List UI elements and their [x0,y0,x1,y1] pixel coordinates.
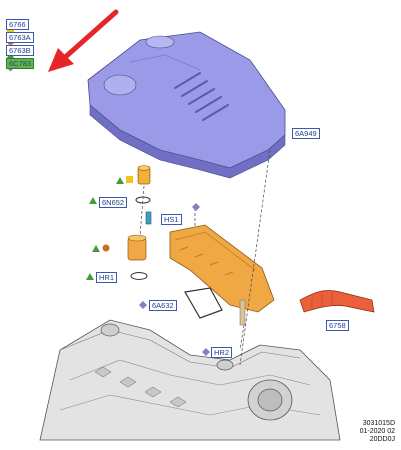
legend-code-highlighted[interactable]: 6C783 [6,58,35,69]
callout-hr2[interactable]: HR2 [211,347,233,358]
oil-filler-cap [137,165,151,185]
callout-hr1[interactable]: HR1 [96,272,118,283]
engine-block [39,319,341,441]
callout-hs1[interactable]: HS1 [161,214,182,225]
o-ring-lower [130,272,148,280]
reference-date: 01-2020 02 [359,428,395,435]
legend-item-6c783: 6C783 [6,58,35,72]
oil-separator [169,224,275,326]
gasket [184,287,223,319]
legend-code[interactable]: 6763A [6,32,34,43]
reference-code: 20DD0J [369,436,395,443]
filler-neck [127,234,147,261]
leader-lines [139,149,271,366]
sensor-hs1 [145,211,152,225]
callout-6a632[interactable]: 6A632 [149,300,177,311]
red-arrow [48,9,119,72]
part-markers [86,176,210,356]
engine-cover [87,31,286,179]
legend-code[interactable]: 6763B [6,45,34,56]
callout-6a949[interactable]: 6A949 [292,128,320,139]
hose [299,290,375,313]
legend-item-6763a: 6763A [6,32,34,45]
reference-number: 3031015D [362,420,395,427]
legend-item-6763b: 6763B [6,45,34,58]
callout-6n652[interactable]: 6N652 [99,197,128,208]
callout-6758[interactable]: 6758 [326,320,349,331]
legend-item-6766: 6766 [6,19,29,32]
legend-code[interactable]: 6766 [6,19,29,30]
drawing-reference: 3031015D 01-2020 02 20DD0J [360,420,395,444]
